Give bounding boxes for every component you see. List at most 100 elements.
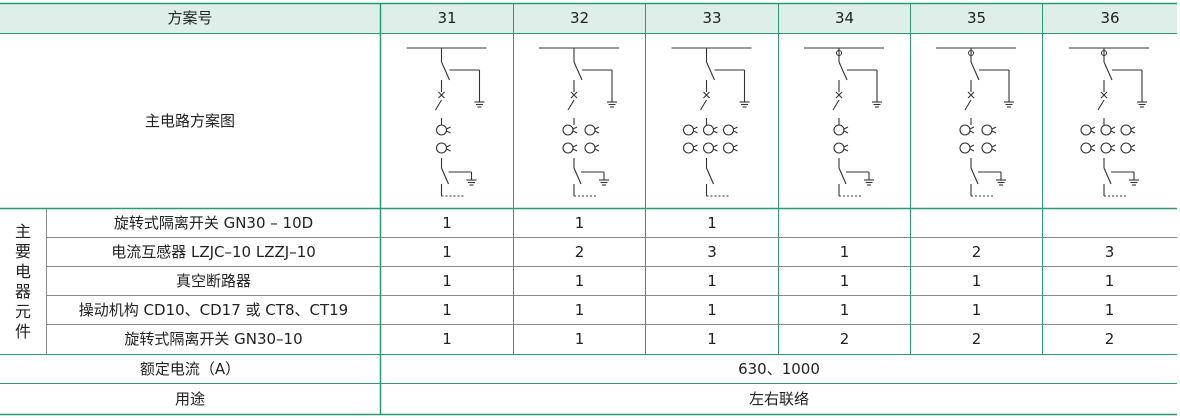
current-transformer-symbol	[1120, 142, 1132, 154]
component-value-cell: 1	[971, 300, 982, 319]
current-transformer-symbol	[682, 124, 695, 136]
current-transformer-symbol	[1090, 130, 1096, 134]
current-transformer-symbol	[594, 130, 600, 134]
current-transformer-symbol	[722, 142, 735, 154]
main-conductor	[832, 99, 840, 111]
current-transformer-symbol	[446, 144, 451, 148]
breaker-cross	[703, 91, 710, 99]
component-value-cell: 3	[707, 242, 717, 261]
component-value-cell: 1	[839, 300, 850, 319]
components-group-label: 主 要 电 器 元 件	[0, 210, 46, 354]
main-conductor	[964, 99, 972, 111]
current-transformer-symbol	[594, 126, 600, 130]
group-char: 电	[14, 262, 31, 281]
main-conductor	[567, 99, 575, 111]
component-value-cell: 1	[442, 330, 452, 348]
current-transformer-symbol	[713, 144, 718, 148]
current-transformer-symbol	[733, 126, 738, 130]
current-transformer-symbol	[733, 144, 738, 148]
component-name: 旋转式隔离开关 GN30 – 10D	[113, 214, 314, 232]
current-transformer-symbol	[435, 142, 448, 154]
current-transformer-symbol	[1090, 148, 1096, 152]
header-scheme-36: 36	[1100, 9, 1120, 27]
group-char: 主	[14, 222, 31, 241]
usage-value: 左右联络	[748, 389, 809, 408]
main-conductor	[700, 99, 707, 111]
usage-label: 用途	[174, 389, 205, 408]
diagram-row-label: 主电路方案图	[144, 111, 235, 130]
current-transformer-symbol	[572, 126, 578, 130]
component-value-cell: 1	[574, 300, 585, 319]
current-transformer-symbol	[991, 130, 997, 134]
current-transformer-symbol	[702, 124, 715, 136]
current-transformer-symbol	[733, 148, 738, 152]
component-value-cell: 1	[442, 242, 452, 261]
isolator-blade	[705, 61, 716, 81]
current-transformer-symbol	[693, 130, 698, 134]
header-scheme-33: 33	[702, 9, 722, 27]
current-transformer-symbol	[843, 148, 849, 152]
isolator-blade	[970, 167, 979, 185]
component-name: 电流互感器 LZJC–10 LZZJ–10	[111, 242, 316, 261]
header-scheme-31: 31	[437, 9, 457, 27]
current-transformer-symbol	[1130, 130, 1136, 134]
component-value-cell: 1	[442, 271, 452, 290]
current-transformer-symbol	[1130, 144, 1136, 148]
component-value-cell: 1	[574, 271, 585, 290]
isolator-blade	[573, 167, 582, 185]
component-value-cell	[1043, 210, 1176, 237]
current-transformer-symbol	[446, 130, 451, 134]
current-transformer-symbol	[572, 144, 578, 148]
component-name: 旋转式隔离开关 GN30–10	[124, 330, 303, 348]
current-transformer-symbol	[843, 130, 849, 134]
header-scheme-label: 方案号	[167, 9, 213, 27]
current-transformer-symbol	[1080, 124, 1092, 136]
isolator-blade	[440, 61, 451, 81]
component-name: 操动机构 CD10、CD17 或 CT8、CT19	[78, 300, 349, 319]
current-transformer-symbol	[594, 144, 600, 148]
current-transformer-symbol	[562, 142, 574, 154]
main-conductor	[435, 99, 442, 111]
current-transformer-symbol	[693, 148, 698, 152]
current-transformer-symbol	[843, 144, 849, 148]
current-transformer-symbol	[1100, 142, 1112, 154]
component-value-cell: 1	[1104, 300, 1115, 319]
group-char: 元	[14, 302, 31, 321]
component-value-cell: 1	[707, 271, 717, 290]
component-value-cell: 1	[442, 300, 452, 319]
component-value-cell: 1	[839, 271, 850, 290]
current-transformer-symbol	[843, 126, 849, 130]
header-scheme-35: 35	[966, 9, 987, 27]
current-transformer-symbol	[713, 126, 718, 130]
breaker-cross	[438, 91, 445, 99]
breaker-cross	[967, 91, 975, 99]
component-value-cell	[779, 210, 910, 237]
rated-current-value: 630、1000	[738, 359, 820, 378]
current-transformer-symbol	[435, 124, 448, 136]
main-conductor	[1097, 99, 1105, 111]
current-transformer-symbol	[833, 124, 845, 136]
current-transformer-symbol	[981, 142, 993, 154]
current-transformer-symbol	[969, 144, 975, 148]
isolator-blade	[1103, 167, 1112, 185]
current-transformer-symbol	[1090, 144, 1096, 148]
breaker-cross	[1100, 91, 1108, 99]
current-transformer-symbol	[833, 142, 845, 154]
current-transformer-symbol	[959, 124, 971, 136]
current-transformer-symbol	[1110, 130, 1116, 134]
component-value-cell: 1	[707, 214, 717, 232]
component-name: 真空断路器	[175, 271, 251, 290]
current-transformer-symbol	[562, 124, 574, 136]
isolator-blade	[705, 167, 715, 185]
current-transformer-symbol	[446, 148, 451, 152]
current-transformer-symbol	[713, 130, 718, 134]
component-value-cell: 1	[574, 214, 585, 232]
current-transformer-symbol	[991, 126, 997, 130]
current-transformer-symbol	[584, 124, 596, 136]
current-transformer-symbol	[446, 126, 451, 130]
current-transformer-symbol	[594, 148, 600, 152]
current-transformer-symbol	[959, 142, 971, 154]
component-value-cell	[911, 210, 1042, 237]
